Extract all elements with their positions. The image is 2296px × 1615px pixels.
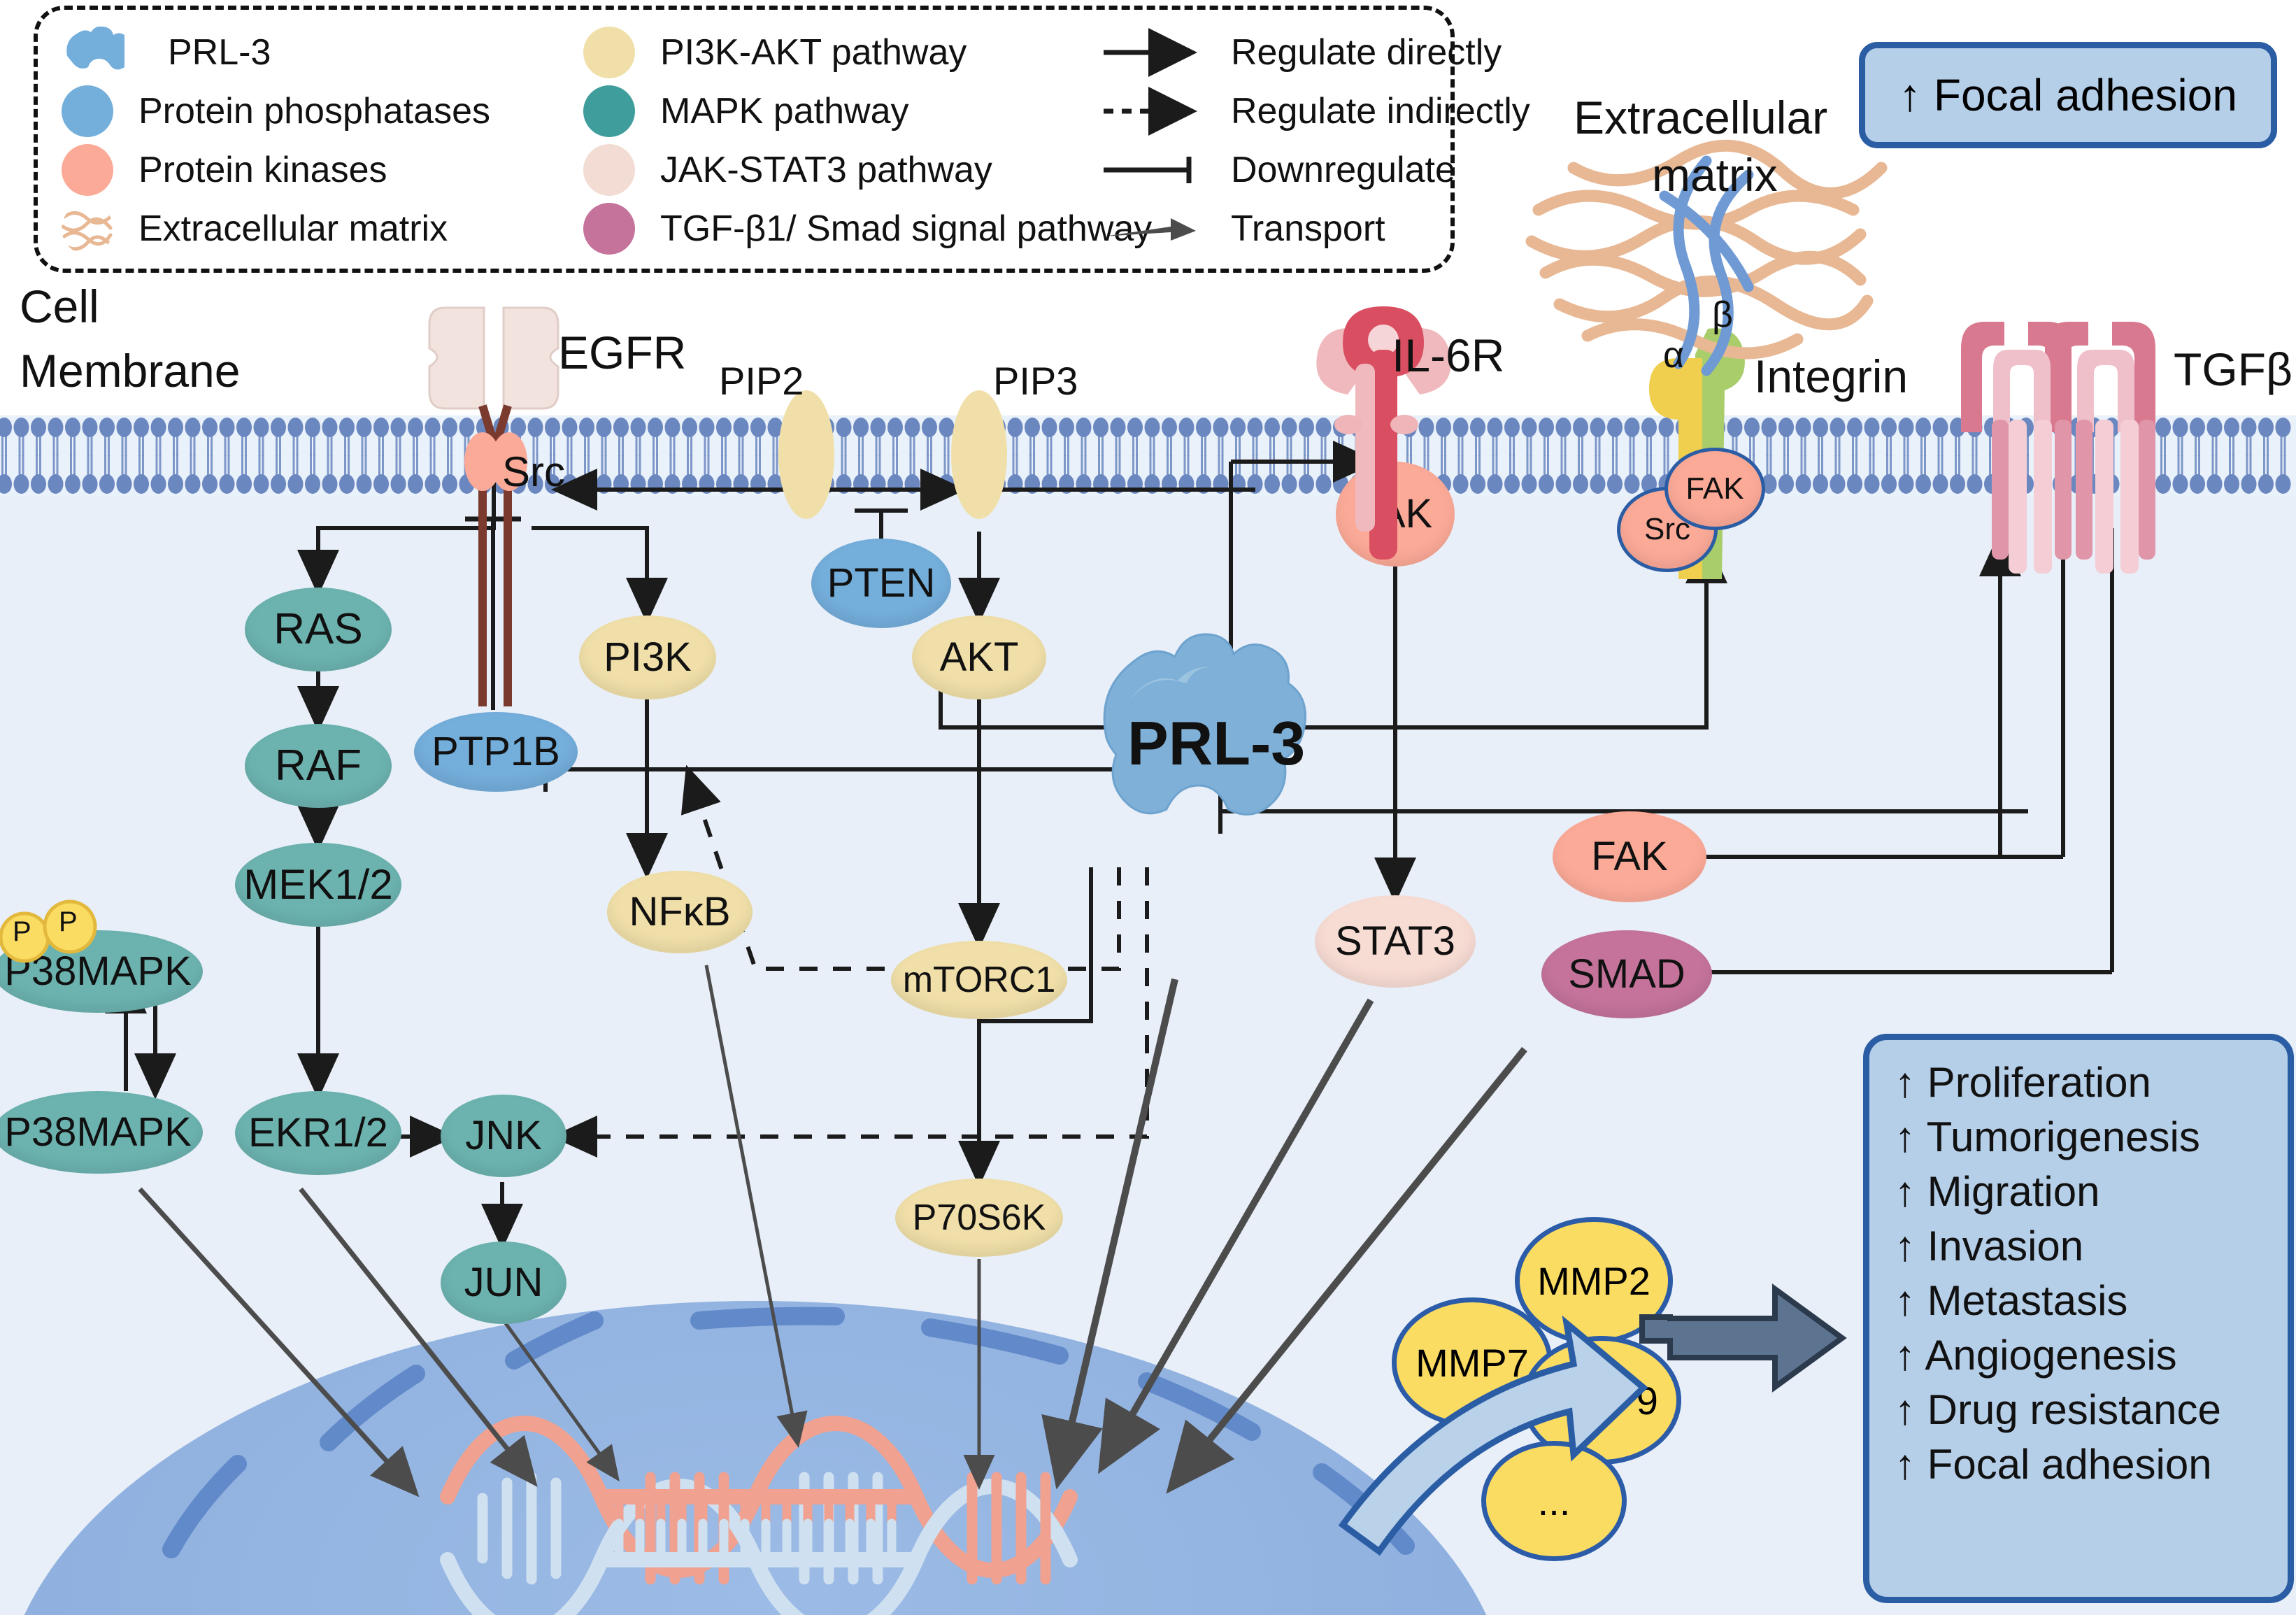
legend-box: PRL-3 Protein phosphatases Protein kinas… [34,6,1530,273]
node-ptp1b: PTP1B [414,712,578,792]
node-jnk: JNK [441,1095,566,1177]
node-p70s6k: P70S6K [895,1179,1063,1257]
legend-label-jak-stat3: JAK-STAT3 pathway [660,150,992,190]
focal-adhesion-badge: ↑ Focal adhesion [1859,42,2277,148]
node-ras: RAS [245,588,392,671]
pip2-label: PIP2 [719,359,804,403]
circle-icon [583,203,635,255]
node-nfkb: NFκB [607,871,753,953]
legend-label-prl3: PRL-3 [168,32,271,73]
circle-icon [583,27,635,78]
node-raf: RAF [245,724,392,808]
outcome-item: ↑ Metastasis [1895,1277,2128,1324]
mmp-circle-other: ... [1481,1441,1627,1561]
outcome-item: ↑ Tumorigenesis [1895,1114,2200,1160]
phospho-p-label-2: P [59,906,78,937]
node-stat3: STAT3 [1315,895,1476,988]
legend-label-tgfb-smad: TGF-β1/ Smad signal pathway [660,208,1153,249]
node-jun: JUN [441,1242,566,1324]
node-p38mapk-bottom: P38MAPK [0,1091,203,1174]
node-smad: SMAD [1541,930,1712,1018]
outcome-item: ↑ Invasion [1895,1223,2084,1269]
outcome-item: ↑ Migration [1895,1168,2100,1215]
circle-icon [62,144,113,196]
cell-membrane-label-2: Membrane [20,345,241,397]
cell-membrane-label-1: Cell [20,280,99,332]
legend-label-regulate-indirectly: Regulate indirectly [1231,91,1530,131]
legend-label-kinases: Protein kinases [138,150,387,190]
node-mtorc1: mTORC1 [891,941,1067,1019]
extracellular-matrix-label-1: Extracellular [1574,92,1828,143]
node-fak: FAK [1553,811,1706,902]
legend-label-phosphatases: Protein phosphatases [138,91,491,131]
node-akt: AKT [912,616,1046,699]
outcome-item: ↑ Proliferation [1895,1059,2151,1106]
legend-label-pi3k-akt: PI3K-AKT pathway [660,32,967,73]
prl3-label: PRL-3 [1127,709,1306,778]
integrin-beta-label: β [1712,294,1733,335]
outcomes-list: ↑ Proliferation ↑ Tumorigenesis ↑ Migratio… [1895,1055,2221,1492]
ecm-fibers-icon [62,211,113,251]
outcome-item: ↑ Focal adhesion [1895,1441,2212,1488]
legend-label-ecm: Extracellular matrix [138,208,448,249]
src-egfr-label: Src [502,448,565,495]
integrin-alpha-label: α [1663,335,1685,376]
focal-adhesion-badge-label: ↑ Focal adhesion [1899,70,2237,120]
circle-icon [62,85,113,137]
outcome-item: ↑ Angiogenesis [1895,1332,2177,1379]
legend-label-mapk: MAPK pathway [660,91,909,131]
dashed-arrow-right-icon [1104,87,1197,136]
il6r-label: IL-6R [1392,329,1505,381]
inhibit-bar-icon [1104,157,1192,183]
legend-label-downregulate: Downregulate [1231,150,1455,190]
node-pten: PTEN [811,539,951,628]
node-fak-integrin: FAK [1664,448,1765,530]
node-ekr1-2: EKR1/2 [235,1091,401,1175]
node-pi3k: PI3K [579,616,716,699]
transport-arrow-icon [1104,218,1196,241]
legend-label-transport: Transport [1231,208,1385,249]
tgfb-label: TGFβ [2174,343,2293,395]
outcome-item: ↑ Drug resistance [1895,1386,2221,1433]
integrin-label: Integrin [1754,350,1909,402]
arrow-right-icon [1104,28,1197,77]
circle-icon [583,144,635,196]
egfr-label: EGFR [558,327,687,378]
phospho-p-label-1: P [13,916,31,947]
circle-icon [583,85,635,137]
legend-label-regulate-directly: Regulate directly [1231,32,1502,73]
outcomes-box: ↑ Proliferation ↑ Tumorigenesis ↑ Migratio… [1863,1034,2294,1603]
cell-membrane [0,415,2296,496]
pip3-label: PIP3 [993,359,1078,403]
extracellular-matrix-label-2: matrix [1652,149,1778,201]
node-mek1-2: MEK1/2 [235,843,401,927]
node-jak: JAK [1336,462,1455,567]
prl3-blob-icon [66,27,124,70]
